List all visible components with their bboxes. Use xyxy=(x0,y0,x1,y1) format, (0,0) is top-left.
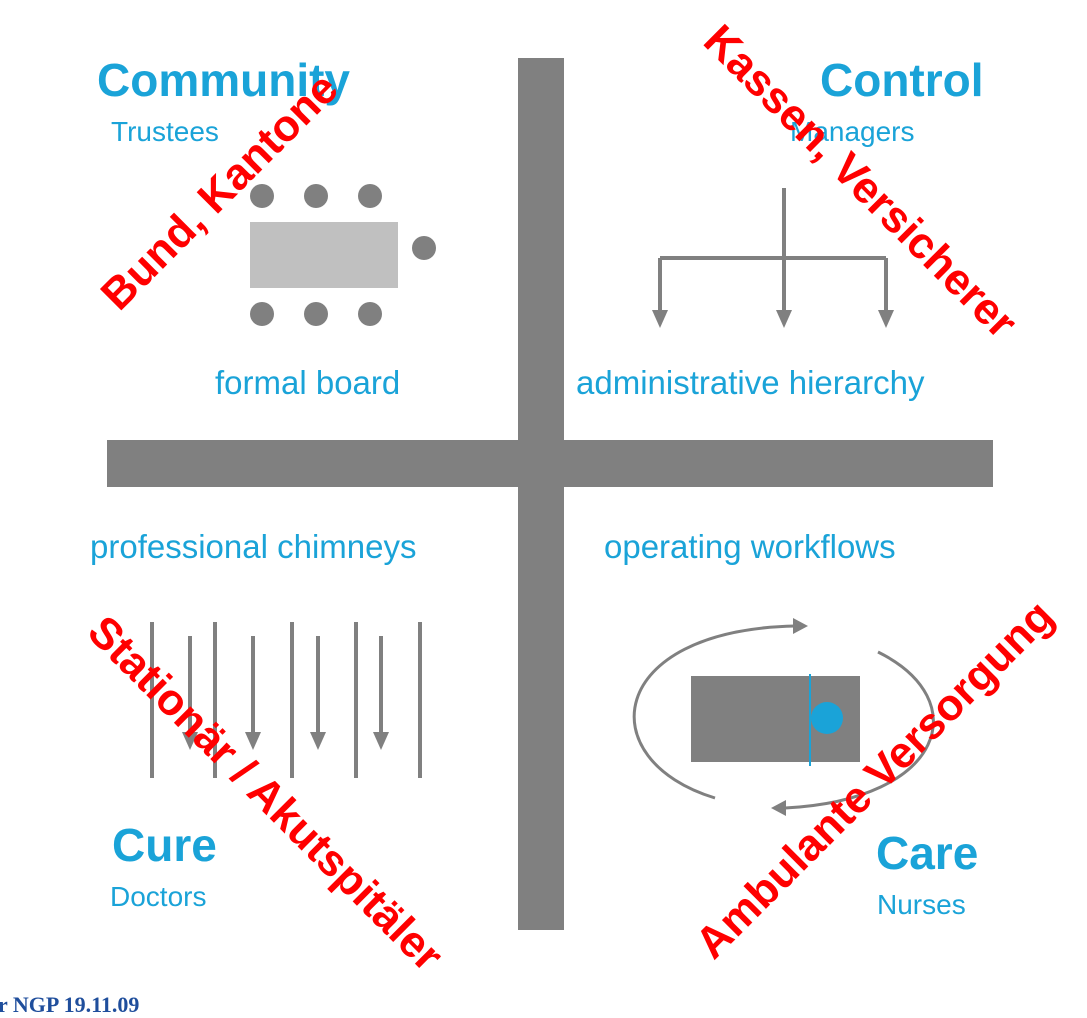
cure-title: Cure xyxy=(112,819,217,871)
cure-caption: professional chimneys xyxy=(90,528,417,565)
care-title: Care xyxy=(876,827,979,879)
control-caption: administrative hierarchy xyxy=(576,364,925,401)
care-subtitle: Nurses xyxy=(877,889,966,920)
community-subtitle: Trustees xyxy=(111,116,219,147)
hierarchy-arrowheads xyxy=(652,310,894,328)
cross-vertical-bar xyxy=(518,58,564,930)
control-subtitle: Managers xyxy=(790,116,915,147)
care-caption: operating workflows xyxy=(604,528,896,565)
hierarchy-icon xyxy=(658,188,888,312)
control-title: Control xyxy=(820,54,984,106)
chimneys-arrowheads xyxy=(182,732,389,750)
cure-subtitle: Doctors xyxy=(110,881,207,912)
workflow-icon xyxy=(632,618,935,816)
cross-horizontal-bar xyxy=(107,440,993,487)
chimneys-icon xyxy=(150,622,422,778)
footer-label: r NGP 19.11.09 xyxy=(0,992,140,1017)
formal-board-icon xyxy=(250,184,436,326)
community-title: Community xyxy=(97,54,350,106)
community-caption: formal board xyxy=(215,364,401,401)
